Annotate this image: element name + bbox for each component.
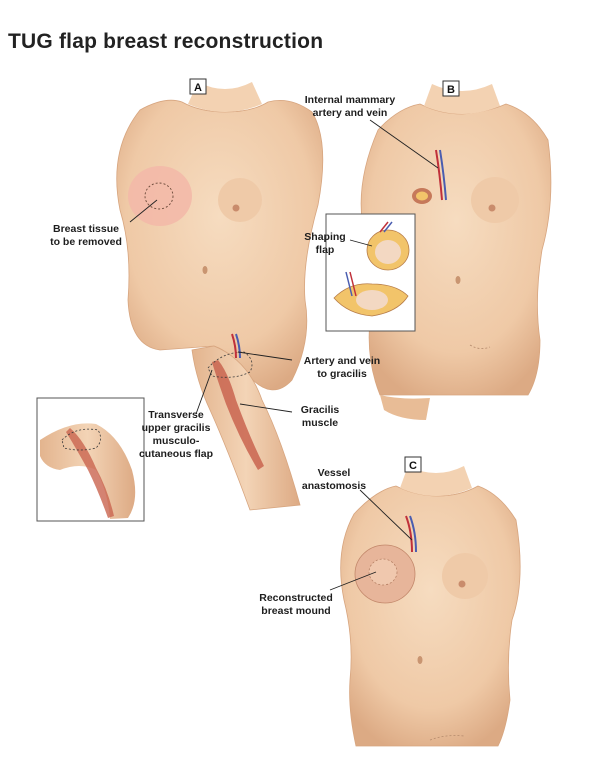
label-vessel-line2: anastomosis: [302, 480, 366, 492]
panel-a-letter: A: [194, 82, 202, 94]
panel-a-breast-outline: [144, 182, 174, 210]
label-transverse-line1: Transverse: [148, 409, 204, 421]
panel-a-box: [189, 78, 207, 95]
shaping-flap-illustration: [333, 221, 410, 317]
panel-a-artery: [231, 333, 237, 359]
panel-a-flap-outline: [207, 351, 253, 378]
label-reconstructed-line2: breast mound: [261, 605, 330, 617]
panel-a-gracilis-muscle: [212, 360, 264, 470]
label-internal-mammary-line1: Internal mammary: [305, 94, 396, 106]
panel-b-neck: [424, 84, 500, 114]
label-breast-tissue-line1: Breast tissue: [53, 223, 119, 235]
leader-lines: [129, 119, 439, 591]
panel-b-nipple: [488, 204, 496, 212]
panel-c-box: [404, 456, 422, 473]
panel-b-leg: [380, 395, 430, 420]
label-transverse-line3: musculo-: [153, 435, 200, 447]
panel-c-neck: [400, 466, 472, 496]
panel-c-figure: [340, 466, 521, 747]
panel-c-skin-island: [368, 558, 398, 586]
label-gracilis-line1: Gracilis: [301, 404, 340, 416]
label-reconstructed-line1: Reconstructed: [259, 592, 333, 604]
panel-c-breast: [442, 553, 488, 599]
panel-a-breast-marked: [128, 166, 192, 226]
label-transverse-line4: cutaneous flap: [139, 448, 213, 460]
panel-b-letter: B: [447, 84, 455, 96]
inset-leg-figure: [40, 423, 136, 519]
label-breast-tissue-line2: to be removed: [50, 236, 122, 248]
panel-b-artery: [435, 149, 443, 201]
panel-c-vein: [409, 515, 417, 553]
figure-title: TUG flap breast reconstruction: [8, 30, 324, 53]
label-shaping-line2: flap: [316, 244, 335, 256]
panel-a-figure: [116, 82, 324, 511]
panel-b-navel: [455, 276, 461, 284]
panel-a-torso: [116, 99, 324, 391]
label-internal-mammary-line2: artery and vein: [313, 107, 388, 119]
panel-c-nipple: [458, 580, 466, 588]
panel-a-navel: [202, 266, 208, 274]
panel-c-torso: [340, 485, 521, 747]
panel-b-excision-fat: [416, 191, 428, 201]
panel-c-letter: C: [409, 460, 417, 472]
label-transverse-line2: upper gracilis: [142, 422, 211, 434]
panel-b-breast: [471, 177, 519, 223]
label-artery-gracilis-line2: to gracilis: [317, 368, 367, 380]
label-gracilis-line2: muscle: [302, 417, 338, 429]
panel-a-breast-right: [218, 178, 262, 222]
label-vessel-line1: Vessel: [318, 467, 351, 479]
panel-a-nipple: [232, 204, 240, 212]
panel-b-box: [442, 80, 460, 97]
panel-b-vein: [439, 149, 447, 201]
label-artery-gracilis-line1: Artery and vein: [304, 355, 380, 367]
label-shaping-line1: Shaping: [304, 231, 345, 243]
panel-c-navel: [417, 656, 423, 664]
panel-a-vein: [235, 333, 241, 359]
panel-c-artery: [405, 515, 413, 553]
